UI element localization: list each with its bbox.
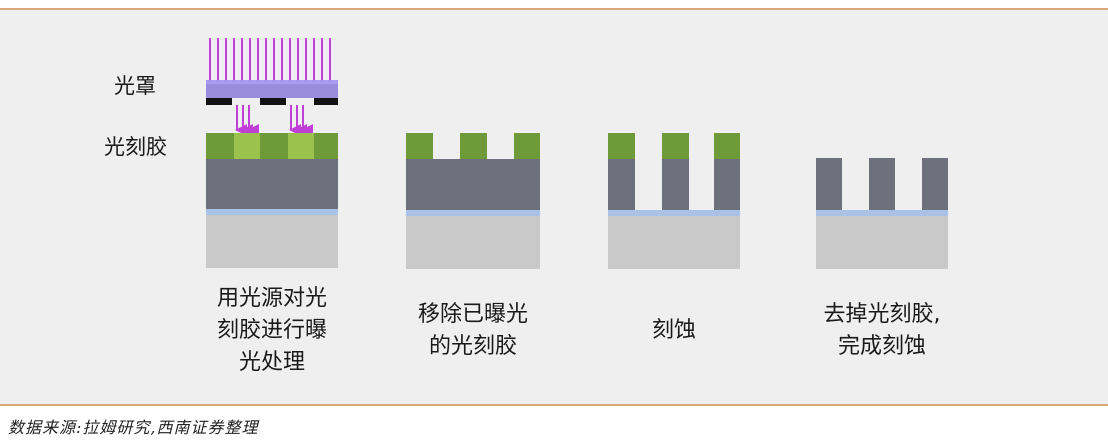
- caption-strip: 去掉光刻胶, 完成刻蚀: [823, 302, 941, 359]
- light-rays: [209, 38, 331, 82]
- step-strip-illustration: [816, 158, 948, 269]
- mask-blocks: [206, 98, 338, 105]
- step-remove-illustration: [406, 133, 540, 269]
- photoresist-layer: [206, 133, 338, 159]
- step-etch-illustration: [608, 133, 740, 269]
- caption-remove: 移除已曝光 的光刻胶: [417, 302, 528, 359]
- substrate: [206, 215, 338, 268]
- caption-expose: 用光源对光 刻胶进行曝 光处理: [216, 286, 327, 375]
- mask-label: 光罩: [114, 74, 156, 98]
- photoresist-label: 光刻胶: [104, 135, 167, 159]
- dark-layer: [206, 159, 338, 209]
- thin-film: [206, 209, 338, 215]
- source-note: 数据来源:拉姆研究,西南证券整理: [8, 418, 259, 437]
- step-expose-illustration: [206, 38, 338, 268]
- mask-glass: [206, 80, 338, 98]
- caption-etch: 刻蚀: [651, 318, 696, 343]
- transmitted-rays: [235, 105, 313, 136]
